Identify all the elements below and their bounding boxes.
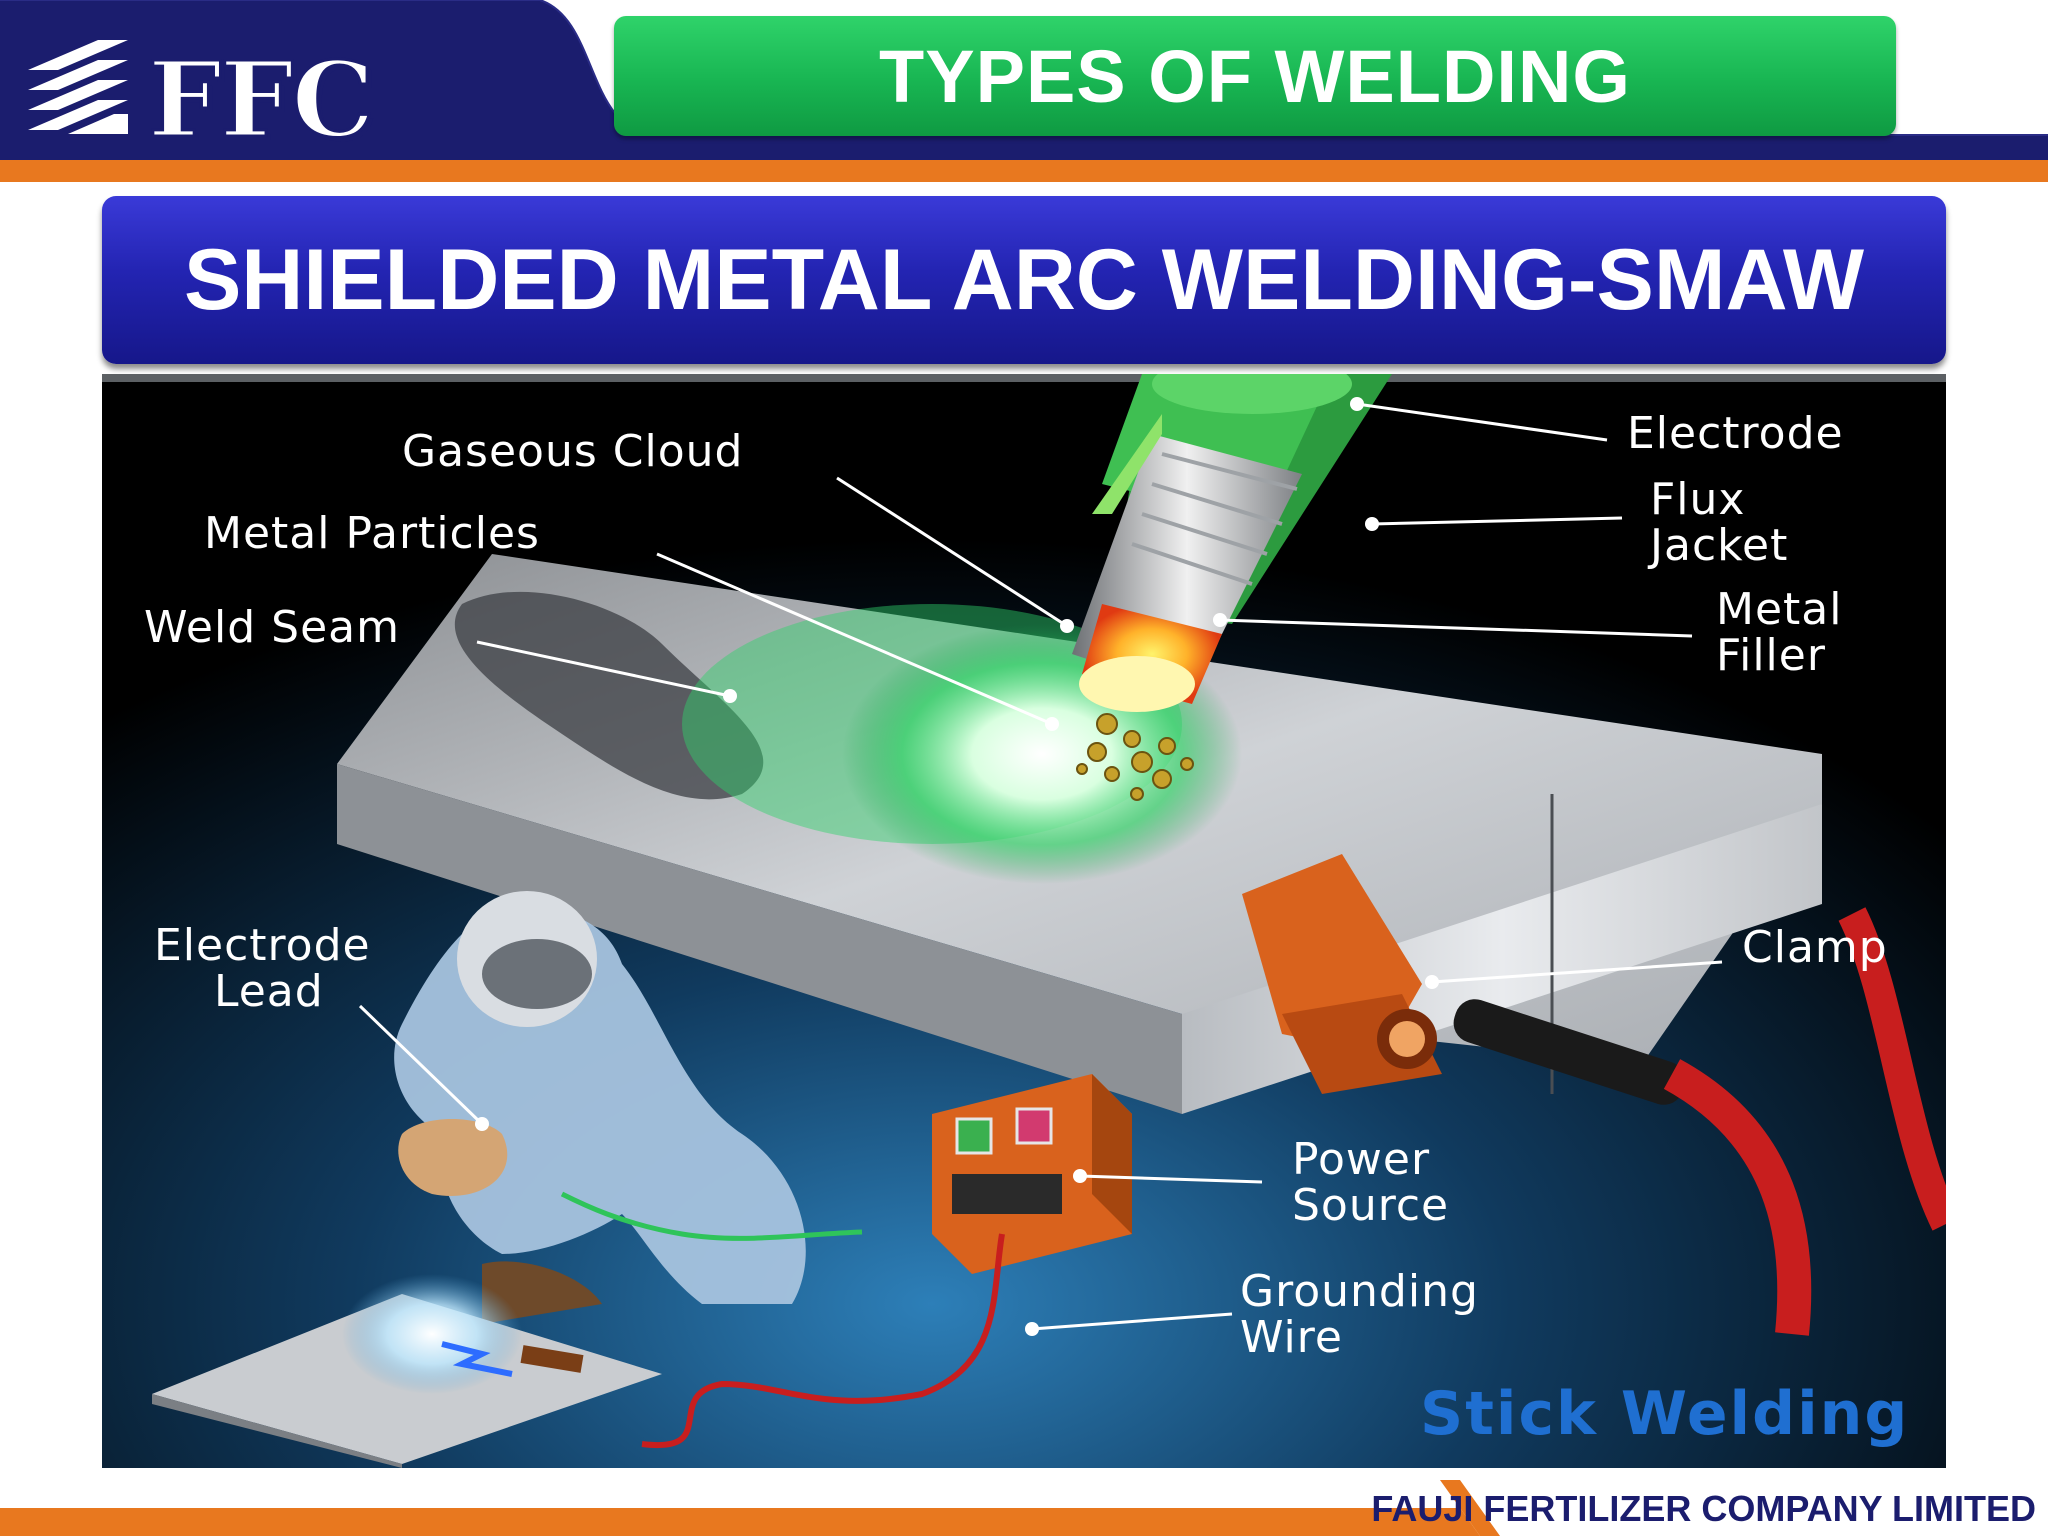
small-workpiece bbox=[152, 1274, 662, 1468]
label-metal-filler-line1: Metal bbox=[1716, 584, 1842, 635]
label-clamp: Clamp bbox=[1742, 922, 1888, 973]
label-power-source-line1: Power bbox=[1292, 1134, 1430, 1185]
leader-dots bbox=[475, 397, 1439, 1336]
label-metal-filler-line2: Filler bbox=[1716, 630, 1826, 681]
label-flux-jacket-line1: Flux bbox=[1650, 474, 1745, 525]
logo-text: FFC bbox=[146, 38, 375, 161]
grounding-wire-cable bbox=[641, 1233, 1005, 1449]
label-electrode: Electrode bbox=[1627, 408, 1844, 459]
footer-band bbox=[0, 1480, 2048, 1536]
label-power-source-line2: Source bbox=[1292, 1180, 1449, 1231]
logo-stripes-icon bbox=[28, 40, 128, 134]
label-weld-seam: Weld Seam bbox=[144, 602, 400, 653]
label-metal-particles: Metal Particles bbox=[204, 508, 540, 559]
leader-lines bbox=[358, 402, 1723, 1331]
weld-seam bbox=[454, 591, 764, 800]
electrode bbox=[1072, 374, 1392, 712]
subtitle-text: SHIELDED METAL ARC WELDING-SMAW bbox=[183, 231, 1865, 328]
label-electrode-lead-line2: Lead bbox=[214, 966, 324, 1017]
footer-company-name: FAUJI FERTILIZER COMPANY LIMITED bbox=[1371, 1488, 2036, 1529]
label-gaseous-cloud: Gaseous Cloud bbox=[402, 426, 743, 477]
welder-figure bbox=[394, 891, 806, 1324]
label-flux-jacket-line2: Jacket bbox=[1647, 520, 1788, 571]
section-title-text: TYPES OF WELDING bbox=[879, 34, 1631, 118]
electrode-lead-cable bbox=[560, 1191, 863, 1241]
caption-stick-welding: Stick Welding bbox=[1420, 1379, 1909, 1449]
ffc-logo: FFC bbox=[28, 30, 376, 153]
metal-particles bbox=[1076, 713, 1194, 801]
label-electrode-lead-line1: Electrode bbox=[154, 920, 371, 971]
smaw-diagram: Electrode Flux Jacket Metal Filler Gaseo… bbox=[102, 374, 1946, 1468]
slide-subtitle-bar: SHIELDED METAL ARC WELDING-SMAW bbox=[102, 196, 1946, 364]
power-source-box bbox=[932, 1074, 1132, 1274]
slide-section-title: TYPES OF WELDING bbox=[614, 16, 1896, 136]
clamp bbox=[1242, 854, 1946, 1336]
label-grounding-wire-line1: Grounding bbox=[1240, 1266, 1479, 1317]
label-grounding-wire-line2: Wire bbox=[1240, 1312, 1343, 1363]
